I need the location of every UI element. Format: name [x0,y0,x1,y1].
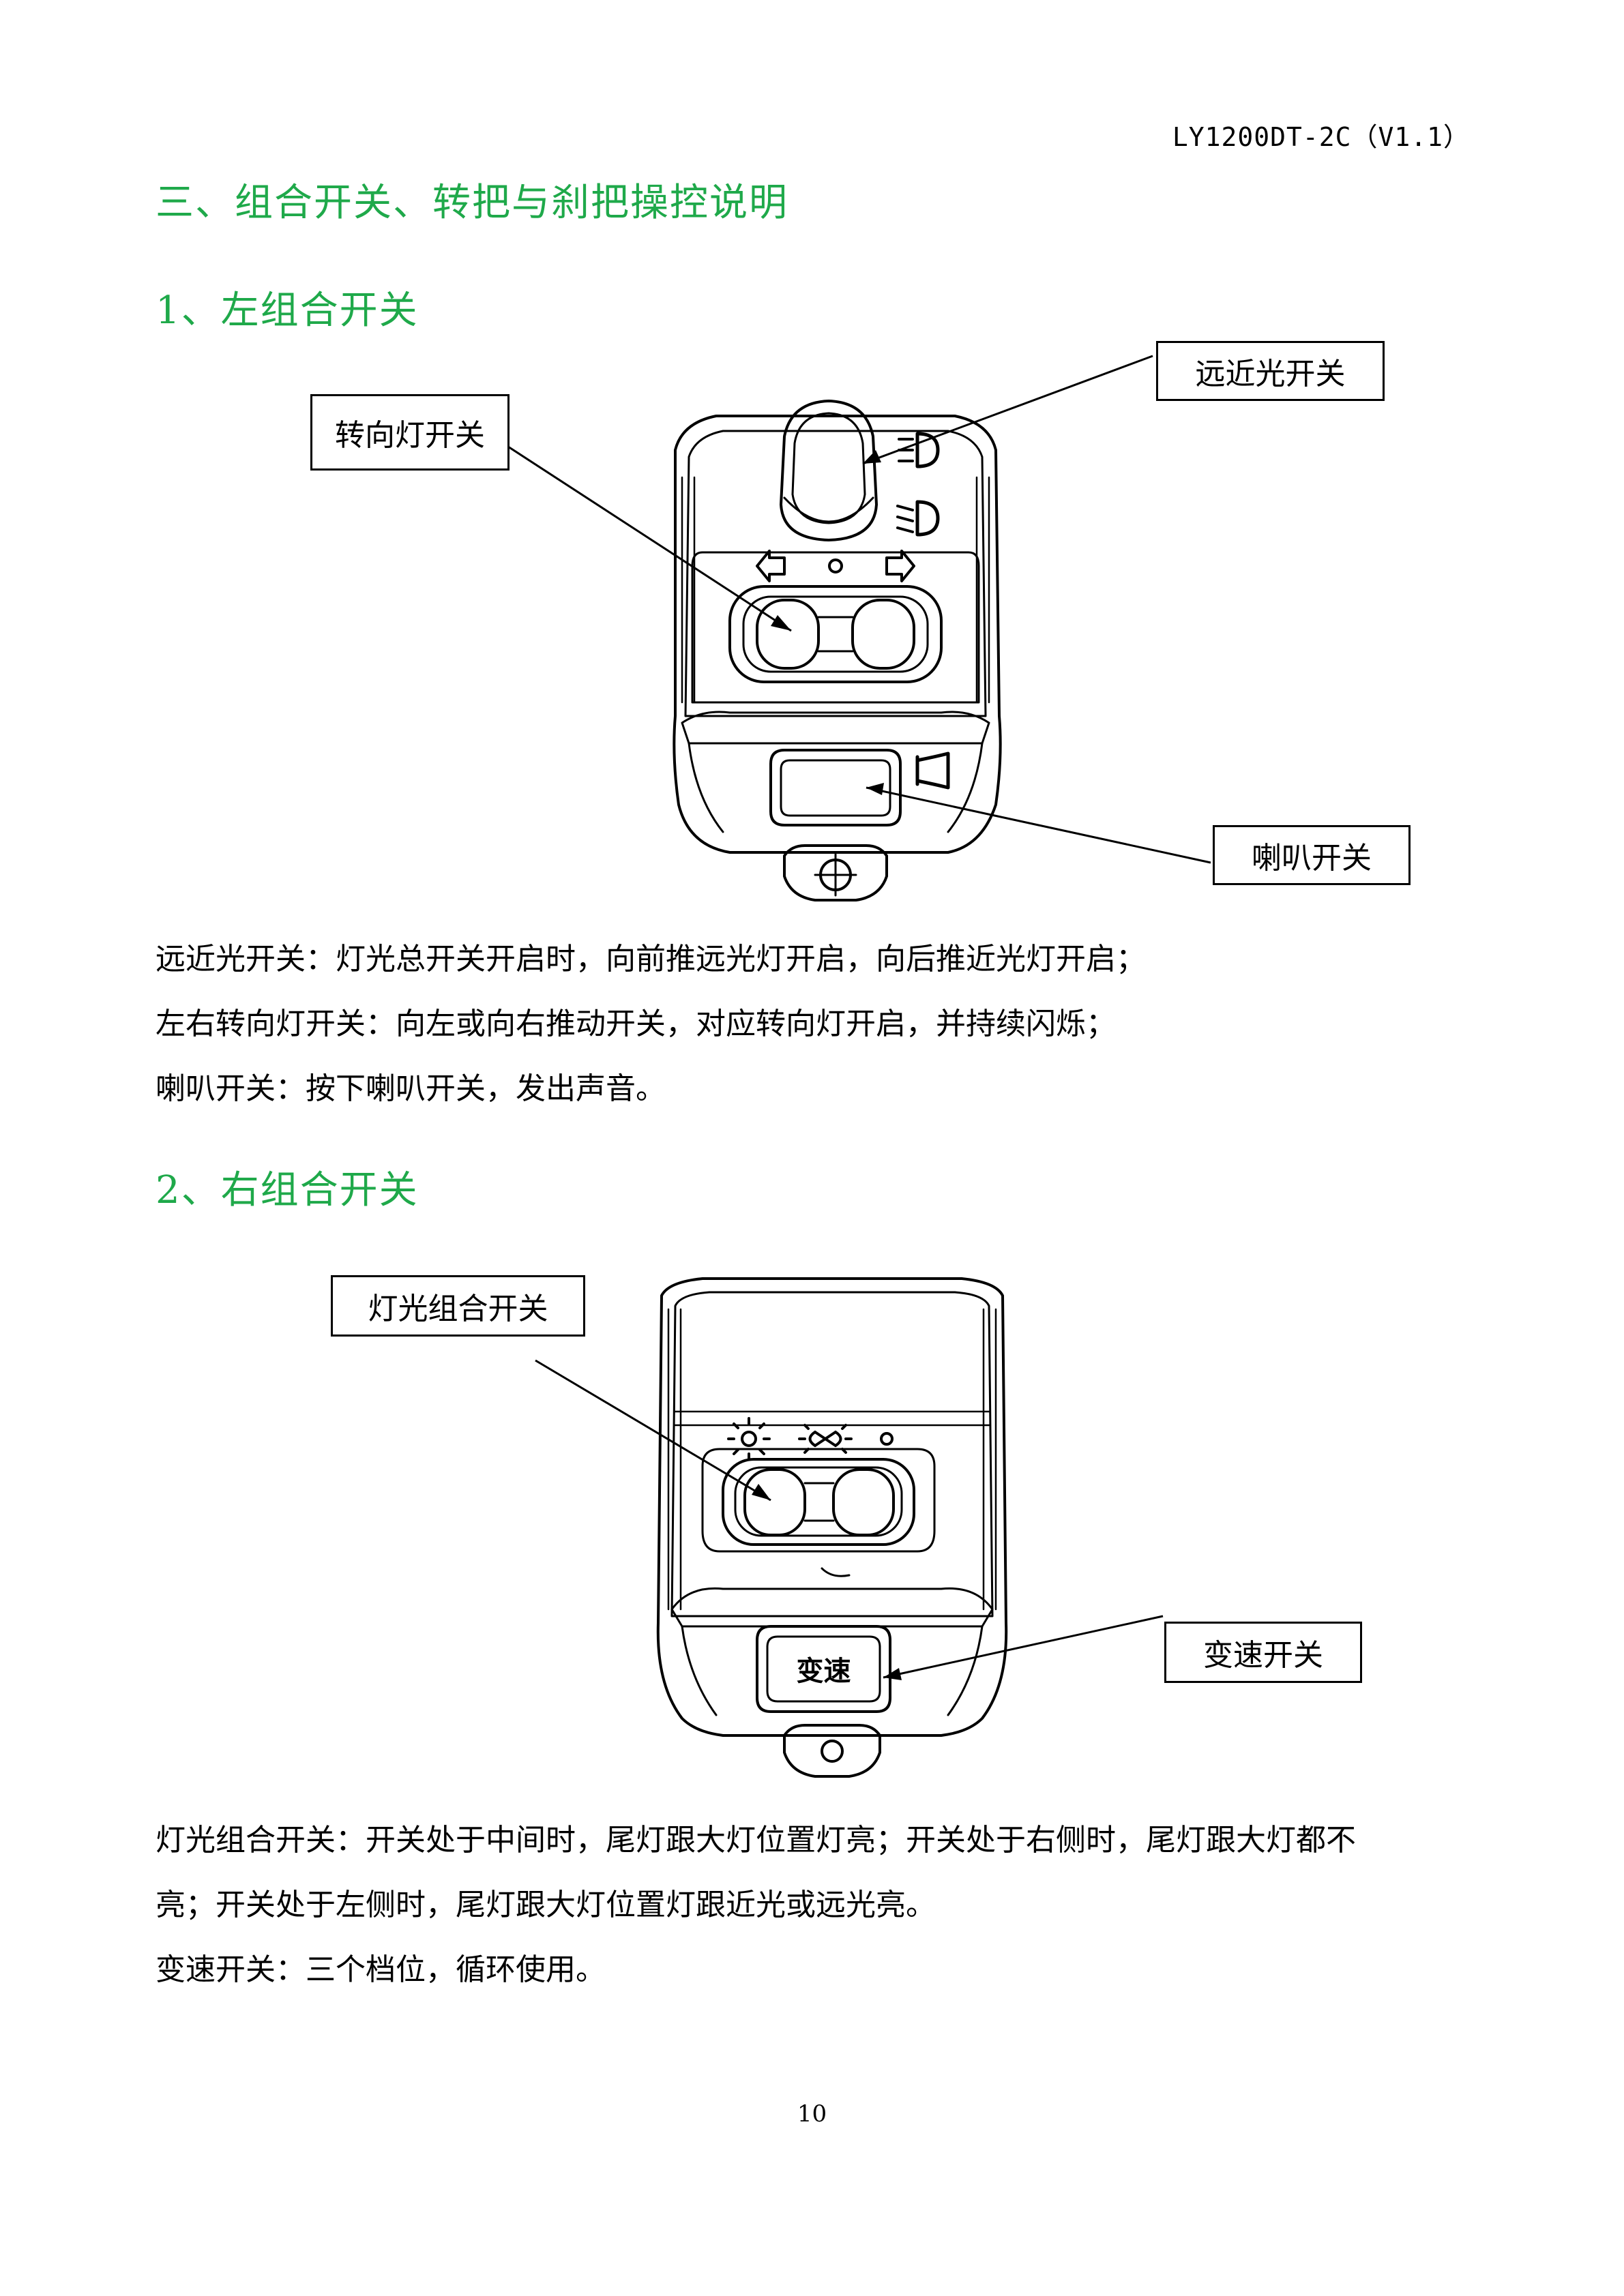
leader-lines [507,355,1211,1679]
right-desc-light-2: 亮；开关处于左侧时，尾灯跟大灯位置灯跟近光或远光亮。 [156,1888,936,1922]
right-switch-heading: 2、右组合开关 [156,1168,419,1212]
callout-beam-switch: 远近光开关 [1156,341,1385,401]
left-desc-horn: 喇叭开关：按下喇叭开关，发出声音。 [156,1071,666,1106]
document-id: LY1200DT-2C（V1.1） [1172,122,1470,152]
leader-arrowheads [752,450,902,1680]
right-desc-light-1: 灯光组合开关：开关处于中间时，尾灯跟大灯位置灯亮；开关处于右侧时，尾灯跟大灯都不 [156,1823,1356,1858]
speed-button-label: 变速 [796,1656,851,1687]
left-switch-heading: 1、左组合开关 [156,288,419,333]
right-desc-speed: 变速开关：三个档位，循环使用。 [156,1952,606,1987]
section-title: 三、组合开关、转把与刹把操控说明 [156,181,788,225]
callout-light-combination-switch: 灯光组合开关 [331,1275,585,1337]
callout-speed-switch: 变速开关 [1164,1622,1362,1683]
left-desc-beam: 远近光开关：灯光总开关开启时，向前推远光灯开启，向后推近光灯开启； [156,942,1146,976]
callout-horn-switch: 喇叭开关 [1213,825,1411,885]
page-number: 10 [797,2100,827,2128]
left-desc-turn: 左右转向灯开关：向左或向右推动开关，对应转向灯开启，并持续闪烁； [156,1007,1116,1041]
right-switch-drawing [656,1277,1008,1778]
left-switch-drawing [673,400,1002,901]
callout-turn-signal-switch: 转向灯开关 [310,394,510,471]
